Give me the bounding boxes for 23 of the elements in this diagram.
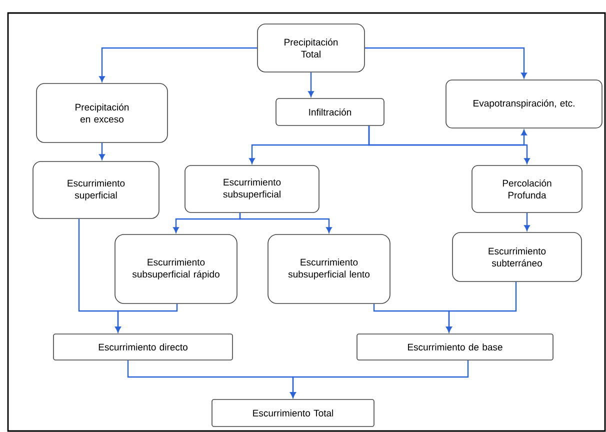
process-box: Evapotranspiración, etc.	[446, 80, 602, 128]
arrow	[99, 47, 258, 82]
process-box: Infiltración	[276, 98, 384, 126]
arrow	[239, 212, 332, 233]
arrow	[364, 47, 527, 78]
arrow	[524, 212, 530, 231]
process-box: Escurrimiento subsuperficial rápido	[114, 234, 238, 304]
arrow	[290, 360, 469, 398]
process-box: Escurrimiento subterráneo	[452, 232, 582, 282]
arrow	[99, 142, 105, 160]
process-box: Escurrimiento Total	[212, 399, 374, 427]
process-box: Escurrimiento subsuperficial	[184, 165, 320, 213]
process-box: Escurrimiento de base	[356, 334, 554, 360]
process-box: Escurrimiento directo	[53, 334, 233, 360]
arrow	[308, 72, 314, 97]
arrow	[115, 304, 178, 332]
process-box: Percolación Profunda	[472, 165, 582, 213]
arrow	[446, 282, 517, 332]
arrow	[368, 126, 527, 146]
process-box: Precipitación en exceso	[36, 83, 168, 143]
process-box: Escurrimiento superficial	[32, 161, 160, 219]
process-box: Escurrimiento subsuperficial lento	[268, 234, 390, 304]
process-box: Precipitación Total	[257, 24, 365, 72]
